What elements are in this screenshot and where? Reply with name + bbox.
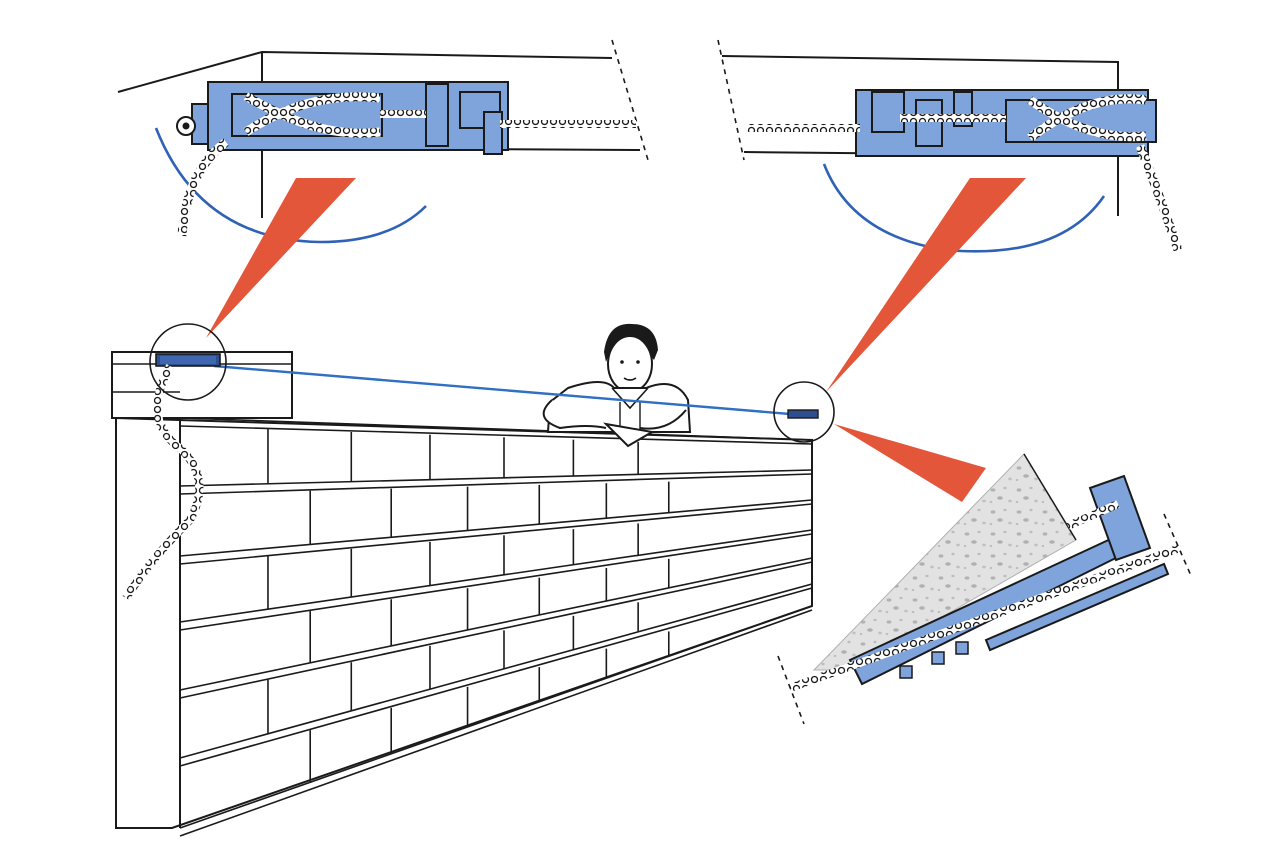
wall-line-dangle <box>122 364 204 601</box>
brick-wall <box>111 351 813 837</box>
section-line-lower <box>788 544 1182 692</box>
line-pin-device-icon <box>855 89 1157 157</box>
callout-wedge-left <box>206 178 356 338</box>
callout-wedge-right <box>826 178 1026 392</box>
detail-left-swing-arc <box>154 127 427 244</box>
mortar-line <box>179 473 813 495</box>
detail-right-wall-edge <box>721 55 1119 216</box>
highlight-circle-right <box>773 381 835 443</box>
detail-left-line-dangle <box>177 138 229 237</box>
mortar-line <box>179 417 813 441</box>
mortar-line <box>179 503 813 565</box>
mortar-line <box>179 425 813 445</box>
bracket-lower-plate <box>984 562 1170 652</box>
mortar-line <box>179 557 813 691</box>
corner-post-top <box>111 351 293 419</box>
wall-device-left <box>155 353 221 367</box>
mortar-line <box>179 529 813 623</box>
wall-device-right <box>787 409 819 419</box>
highlight-circle-left <box>149 323 227 401</box>
mortar-line <box>179 561 813 699</box>
section-line-upper <box>1066 500 1120 530</box>
mortar-line <box>179 533 813 631</box>
detail-right-break-line <box>717 39 745 161</box>
mortar-line <box>179 499 813 557</box>
callout-wedge-section <box>834 424 986 502</box>
detail-left-corner <box>117 39 649 244</box>
mortar-line <box>179 583 813 759</box>
section-edge-line <box>1023 453 1077 541</box>
bricklayer-figure-icon <box>542 323 692 448</box>
mortar-line <box>179 609 813 837</box>
mortar-line <box>179 587 813 767</box>
detail-left-break-line <box>611 39 649 161</box>
bracket-upright <box>1088 474 1152 562</box>
string-line <box>213 364 815 418</box>
detail-right-line-dangle <box>1135 144 1183 252</box>
mortar-line <box>179 605 813 829</box>
detail-right-corner <box>717 39 1183 253</box>
line-pin-device-icon <box>176 81 509 155</box>
brick-courses <box>179 417 813 837</box>
bracket-section-icon <box>777 453 1193 725</box>
mortar-line <box>179 469 813 487</box>
